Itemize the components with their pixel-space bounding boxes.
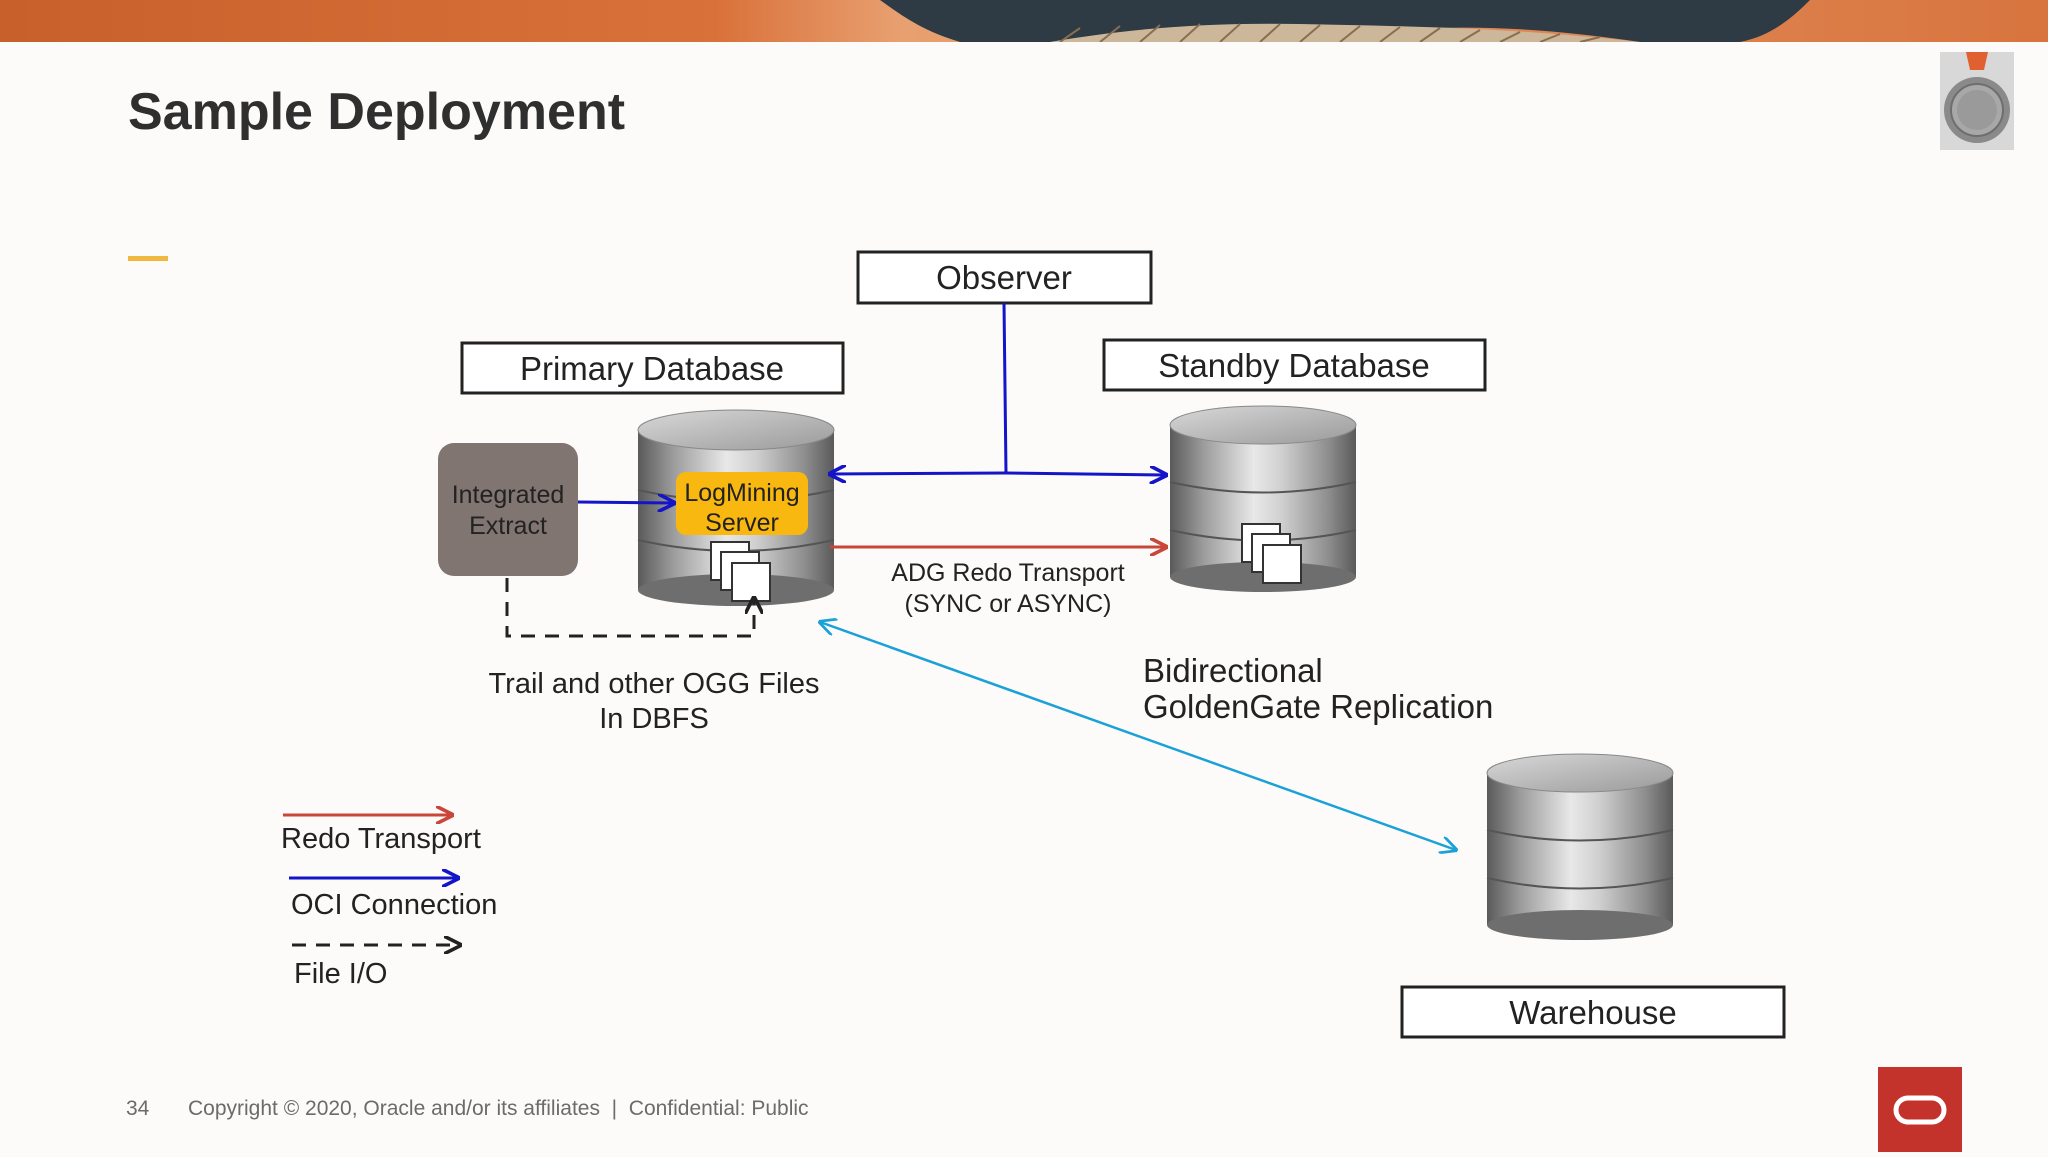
warehouse-database-cylinder — [1486, 753, 1674, 940]
legend-oci-label: OCI Connection — [291, 889, 497, 921]
footer: 34 Copyright © 2020, Oracle and/or its af… — [126, 1097, 809, 1121]
integrated-extract-line2: Extract — [469, 512, 547, 540]
slide-title: Sample Deployment — [128, 83, 626, 141]
logmining-line1: LogMining — [684, 479, 799, 507]
observer-label: Observer — [936, 259, 1072, 296]
integrated-extract-line1: Integrated — [452, 481, 565, 509]
trail-files-line2: In DBFS — [599, 703, 709, 735]
award-medal-icon — [1940, 52, 2014, 150]
warehouse-box: Warehouse — [1400, 985, 1786, 1039]
adg-transport-line2: (SYNC or ASYNC) — [905, 590, 1112, 618]
observer-to-standby-arrow — [1005, 473, 1166, 475]
legend-redo-label: Redo Transport — [281, 823, 481, 855]
title-accent-bar — [128, 256, 168, 261]
integrated-extract-box: Integrated Extract — [438, 443, 578, 576]
oracle-logo-icon — [1878, 1067, 1962, 1152]
file-stack-icon — [1241, 523, 1302, 584]
observer-to-primary-arrow — [830, 473, 1007, 474]
legend-file-io-label: File I/O — [294, 958, 387, 990]
trail-files-line1: Trail and other OGG Files — [489, 668, 820, 700]
classification-text: Confidential: Public — [628, 1097, 809, 1120]
bidirectional-replication-arrow — [820, 622, 1456, 850]
observer-connector-line — [1002, 302, 1008, 474]
primary-database-label: Primary Database — [520, 350, 784, 387]
file-io-dashed-arrow — [505, 578, 754, 638]
bidirectional-line2: GoldenGate Replication — [1143, 688, 1493, 725]
bidirectional-line1: Bidirectional — [1143, 652, 1323, 689]
header-banner — [0, 0, 2048, 42]
page-number: 34 — [126, 1097, 150, 1120]
adg-transport-line1: ADG Redo Transport — [891, 559, 1124, 587]
logmining-line2: Server — [705, 509, 779, 537]
standby-database-label: Standby Database — [1158, 347, 1430, 384]
footer-separator: | — [611, 1097, 618, 1120]
warehouse-label: Warehouse — [1509, 994, 1677, 1031]
copyright-text: Copyright © 2020, Oracle and/or its affi… — [188, 1097, 600, 1120]
logmining-server-box: LogMining Server — [676, 472, 808, 537]
primary-database-box: Primary Database — [460, 341, 845, 395]
extract-to-logmining-arrow — [577, 502, 674, 503]
standby-database-box: Standby Database — [1102, 338, 1487, 392]
legend: Redo Transport OCI Connection File I/O — [281, 815, 497, 990]
observer-box: Observer — [856, 250, 1153, 305]
